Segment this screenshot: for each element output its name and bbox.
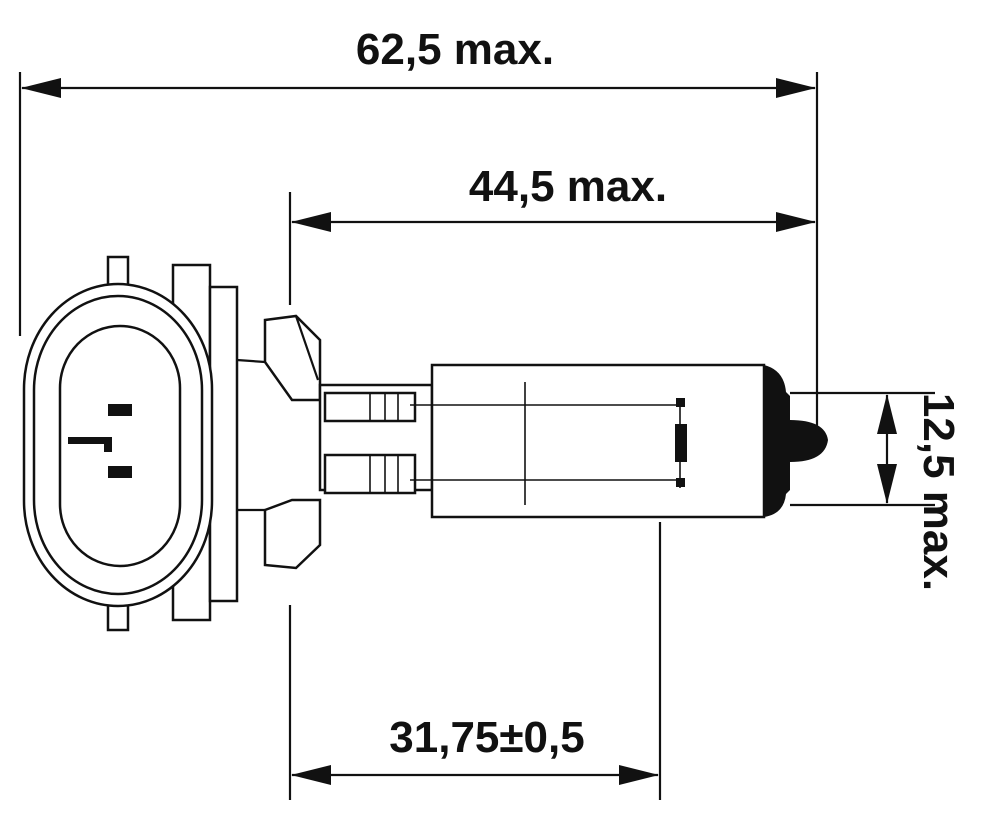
reference-rib-top [263, 314, 322, 402]
glass-length-label: 44,5 max. [469, 162, 667, 211]
terminal-stem [104, 437, 112, 452]
terminal-pin-bottom [108, 466, 132, 478]
bulb-tip-seal [764, 365, 828, 517]
glass-diameter-label: 12,5 max. [914, 393, 963, 591]
light-center-label: 31,75±0,5 [389, 713, 584, 762]
lamp-neck [236, 358, 266, 512]
glass-bulb [410, 363, 828, 519]
glass-envelope [430, 363, 766, 519]
lamp-base [22, 255, 434, 632]
terminal-bar [68, 437, 108, 444]
filament-icon [675, 424, 687, 462]
terminal-pin-top [108, 404, 132, 416]
flange-inner [208, 285, 239, 603]
connector-socket [58, 324, 182, 568]
reference-rib-bottom [263, 498, 322, 570]
extension-lines [18, 72, 935, 800]
reference-rib-top-edge [294, 315, 320, 381]
overall-length-label: 62,5 max. [356, 25, 554, 74]
